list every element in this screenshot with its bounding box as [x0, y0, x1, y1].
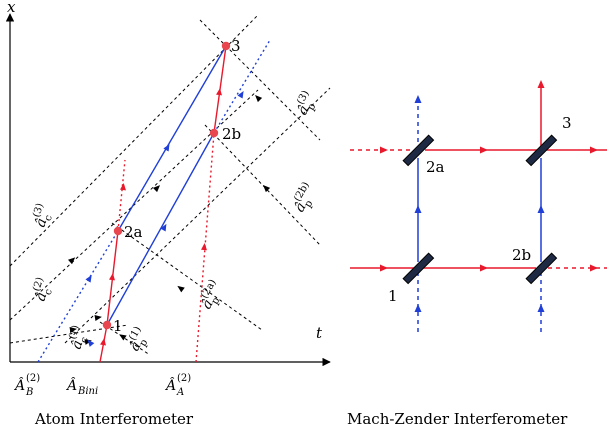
trajectory-arrowheads [85, 88, 244, 347]
mz-arrowheads [380, 80, 598, 312]
mach-zender-interferometer: 2a 3 2b 1 Mach-Zender Interferometer [347, 80, 607, 428]
t-axis-label: t [316, 324, 323, 342]
svg-text:A: A [176, 387, 184, 398]
control-light-lines [9, 14, 331, 344]
svg-text:Â: Â [13, 376, 25, 394]
svg-text:p: p [303, 199, 316, 210]
label-A-2: Â A (2) [164, 373, 191, 398]
svg-text:(2b): (2b) [292, 180, 312, 203]
point-2a [113, 226, 123, 236]
mz-blue-paths [417, 98, 542, 335]
atom-dotted-blue-paths [37, 39, 271, 363]
light-arrowheads [67, 95, 271, 345]
op-label-p2a: â p (2a) [199, 278, 223, 312]
point-1-label: 1 [113, 317, 123, 335]
svg-text:p: p [138, 338, 151, 349]
mz-label-3: 3 [562, 114, 572, 132]
op-label-p2b: â p (2b) [292, 180, 316, 215]
mz-red-paths [350, 82, 607, 269]
svg-text:Â: Â [164, 376, 176, 394]
label-B-2: Â B (2) [13, 373, 40, 398]
mz-caption: Mach-Zender Interferometer [347, 410, 568, 428]
svg-text:Bini: Bini [77, 386, 98, 397]
label-B-ini: Â Bini [65, 376, 98, 397]
op-label-p1: â p (1) [127, 325, 151, 354]
op-label-c3: â c (3) [31, 202, 55, 229]
svg-text:Â: Â [65, 376, 77, 394]
mirror-2b [525, 252, 558, 285]
point-2b [209, 128, 219, 138]
mz-label-2b: 2b [512, 246, 531, 264]
interaction-points [102, 41, 231, 330]
op-label-p3: â p (3) [295, 89, 319, 118]
op-label-c1: â c (1) [67, 324, 91, 351]
mz-label-1: 1 [388, 287, 398, 305]
svg-text:(1): (1) [67, 324, 82, 341]
svg-text:p: p [210, 296, 223, 307]
atom-dotted-red-paths [117, 132, 215, 363]
x-axis-label: x [7, 0, 16, 16]
svg-text:c: c [43, 287, 55, 296]
point-1 [102, 320, 112, 330]
mirror-3 [525, 134, 558, 167]
mirror-2a [402, 134, 435, 167]
atom-caption: Atom Interferometer [34, 410, 194, 428]
atom-solid-paths [99, 45, 227, 363]
point-3-label: 3 [231, 37, 241, 55]
svg-text:(2): (2) [26, 373, 40, 384]
svg-text:(2): (2) [177, 373, 191, 384]
svg-text:c: c [79, 335, 91, 344]
atom-interferometer: x t [5, 0, 331, 428]
svg-text:B: B [25, 387, 33, 398]
mz-mirrors [402, 134, 558, 285]
mirror-1 [402, 252, 435, 285]
svg-text:(3): (3) [31, 202, 46, 219]
svg-text:(2): (2) [31, 276, 46, 293]
op-label-c2: â c (2) [31, 276, 55, 303]
point-2b-label: 2b [222, 125, 241, 143]
mz-label-2a: 2a [426, 158, 445, 176]
probe-light-lines [99, 19, 321, 356]
svg-text:c: c [43, 213, 55, 222]
point-2a-label: 2a [124, 223, 143, 241]
svg-text:p: p [306, 102, 319, 113]
point-3 [221, 41, 231, 51]
